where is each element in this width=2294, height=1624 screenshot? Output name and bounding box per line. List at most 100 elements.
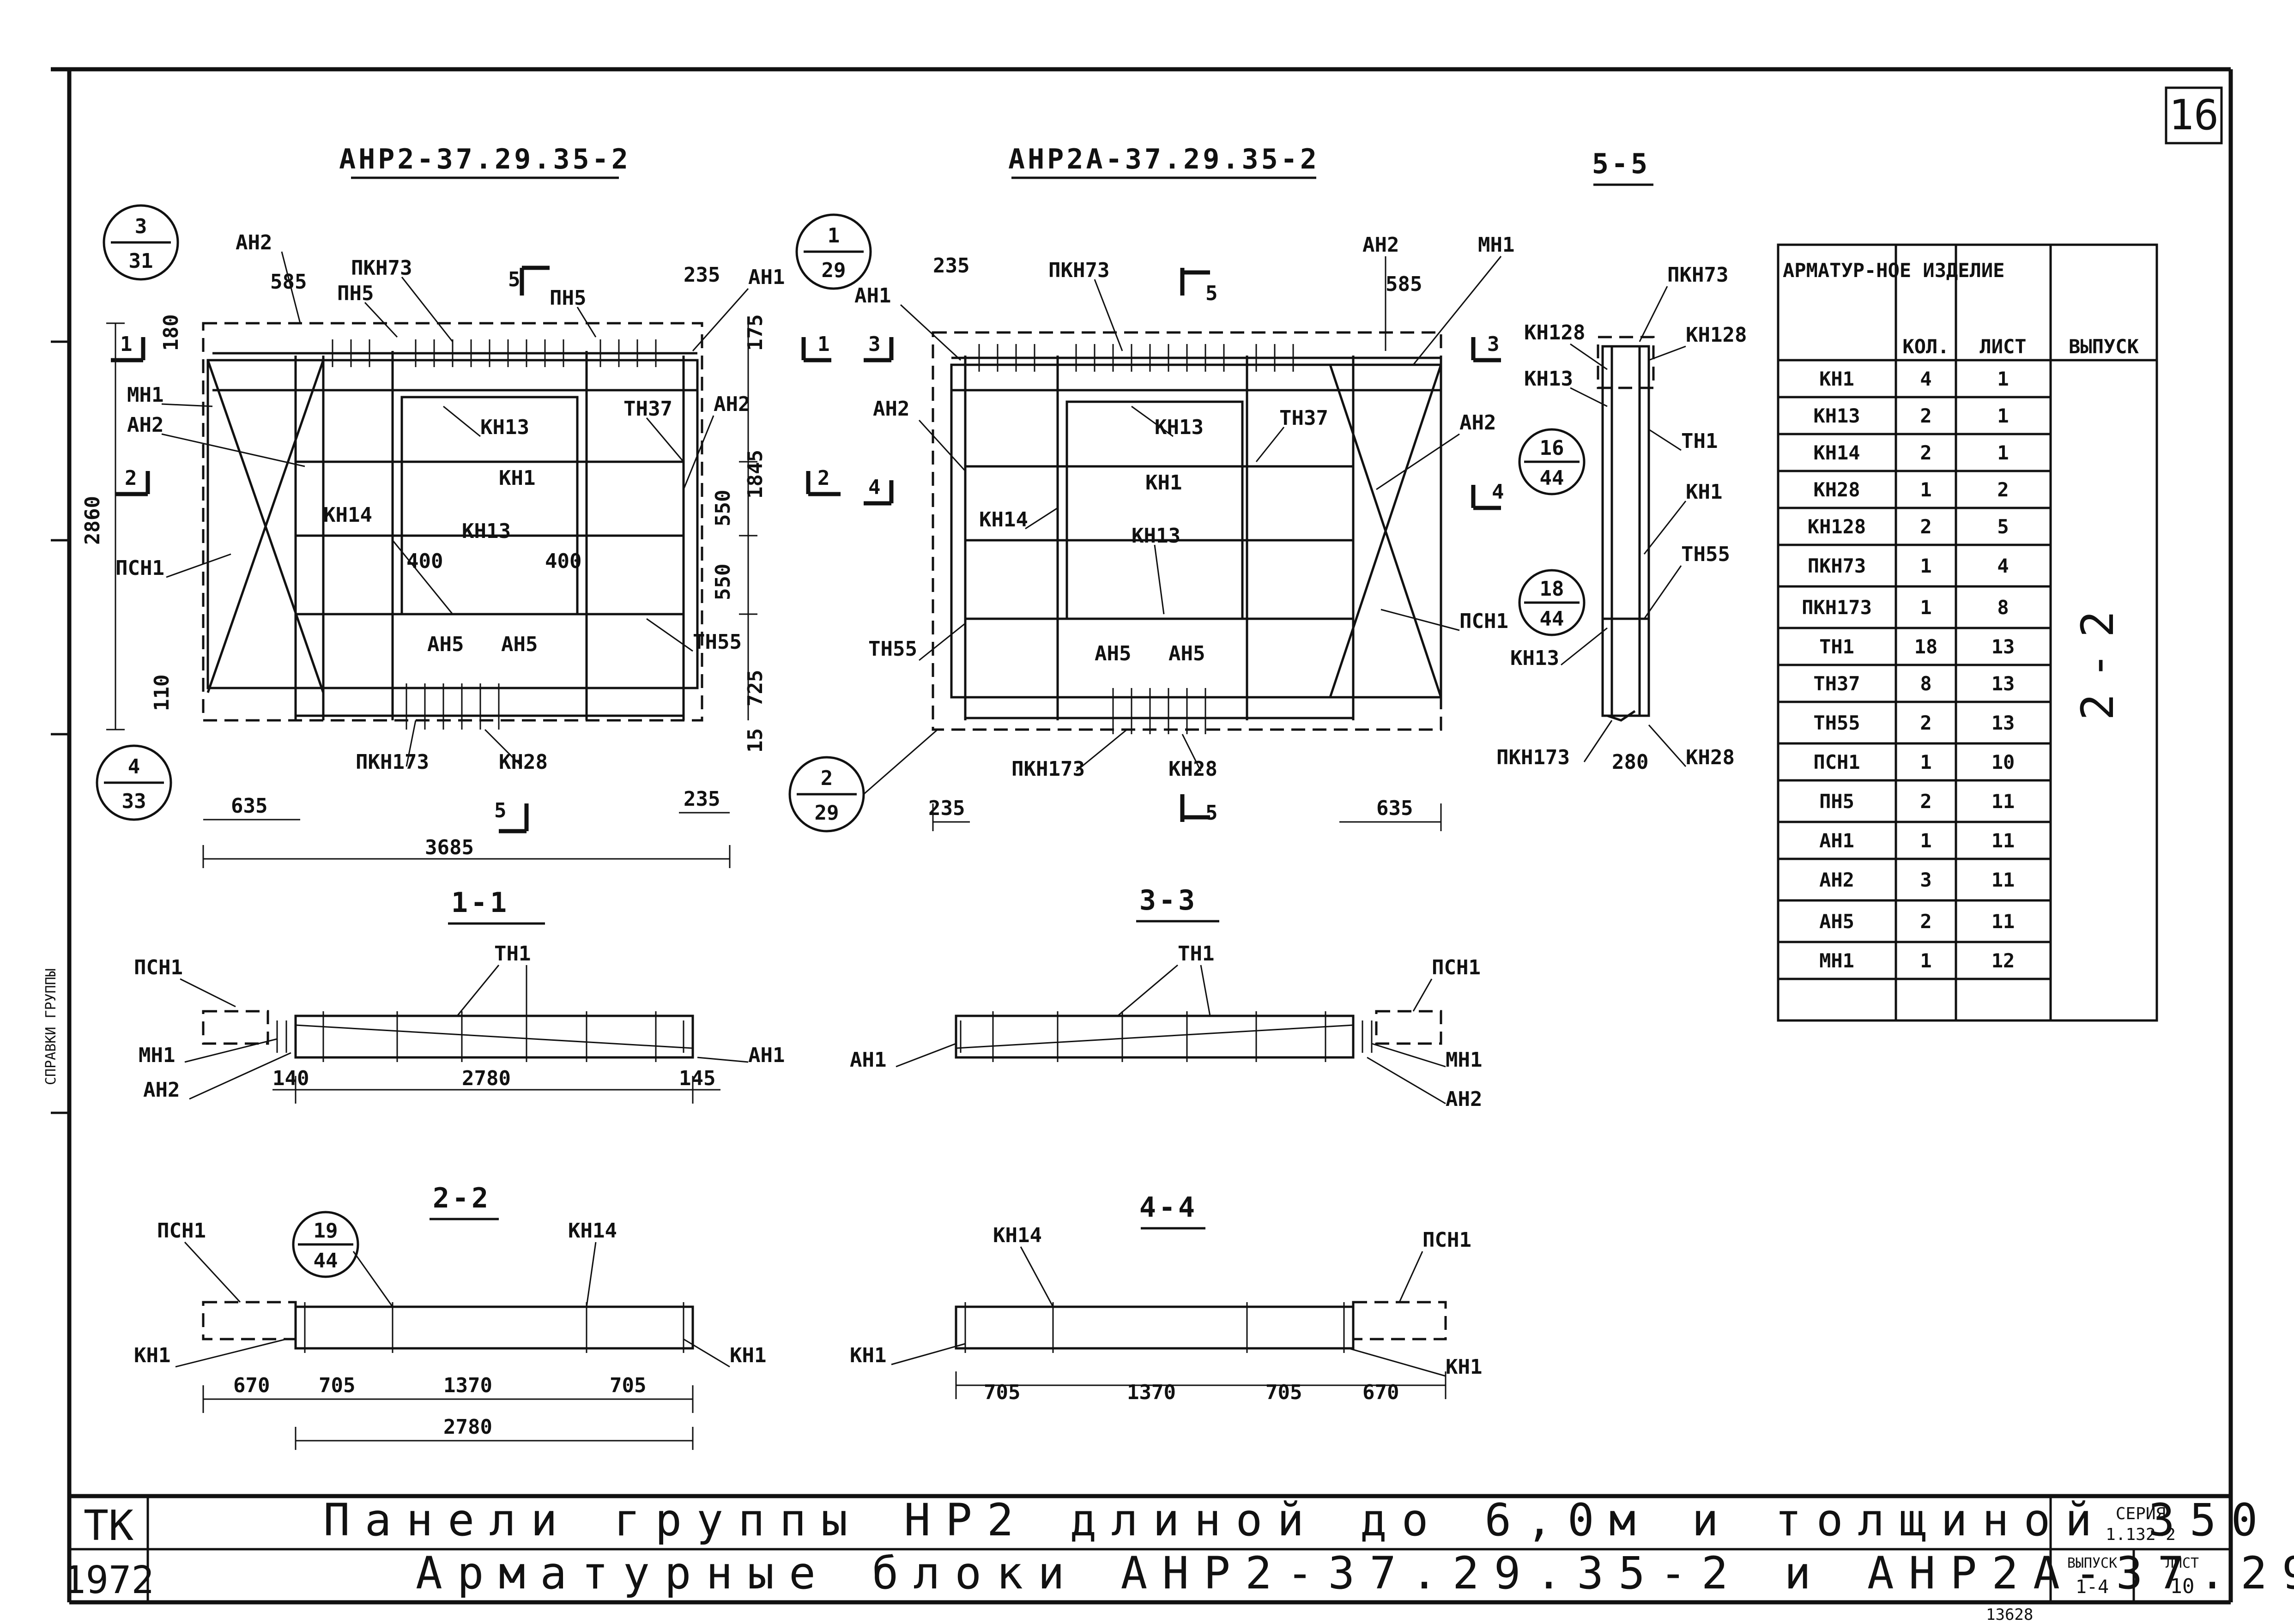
lbl-11-tn1: ТН1: [494, 942, 531, 966]
lbl-33-tn1: ТН1: [1178, 942, 1214, 966]
dim-l-235b: 235: [684, 787, 720, 811]
tb-vypusk-label: ВЫПУСК: [2067, 1555, 2117, 1571]
lbl-l-kn1: КН1: [499, 466, 535, 490]
lbl-55-kn128-b: КН128: [1686, 323, 1747, 347]
section-3-3: [955, 1010, 1442, 1062]
lbl-l-pkn73: ПКН73: [351, 256, 412, 280]
lbl-22-kn1b: КН1: [730, 1344, 766, 1367]
dim-44-670: 670: [1362, 1381, 1399, 1404]
lbl-m-kn28: КН28: [1168, 757, 1217, 781]
section-5-5: [1597, 336, 1655, 722]
lbl-22-kn14: КН14: [568, 1219, 617, 1243]
lbl-11-an1: АН1: [748, 1044, 785, 1067]
lbl-11-psn1: ПСН1: [134, 956, 183, 979]
sec-l-2b: 2: [817, 466, 830, 490]
dim-m-235: 235: [933, 254, 969, 278]
dim-m-585: 585: [1386, 272, 1422, 296]
callout-4-33-num: 4: [128, 755, 140, 779]
tb-year: 1972: [63, 1558, 154, 1602]
lbl-m-tn55: ТН55: [868, 637, 917, 661]
lbl-11-an2: АН2: [143, 1078, 180, 1102]
lbl-55-kn13-b: КН13: [1510, 646, 1559, 670]
lbl-l-pn5-b: ПН5: [550, 286, 586, 310]
spec-row-sheet: 2: [1997, 478, 2009, 501]
callout-18-44: [1518, 569, 1586, 636]
spec-row-qty: 1: [1920, 478, 1931, 501]
tb-line1: Панели группы НР2 длиной до 6,0м и толщи…: [323, 1494, 2294, 1546]
callout-3-31-den: 31: [129, 249, 153, 273]
spec-header-item: АРМАТУР-НОЕ ИЗДЕЛИЕ: [1783, 259, 2004, 282]
spec-row-sheet: 1: [1997, 441, 2009, 464]
lbl-44-kn1a: КН1: [850, 1344, 886, 1367]
lbl-33-an1: АН1: [850, 1048, 886, 1072]
lbl-m-an2-a: АН2: [873, 397, 909, 421]
spec-table-grid: [1777, 243, 2158, 1022]
lbl-m-an5-b: АН5: [1168, 642, 1205, 665]
dim-l-235: 235: [684, 263, 720, 287]
spec-row-sheet: 11: [1991, 910, 2015, 933]
spec-row-item: ТН55: [1813, 712, 1860, 734]
lbl-m-kn14: КН14: [979, 508, 1028, 531]
tb-line2: Арматурные блоки АНР2-37.29.35-2 и АНР2А…: [416, 1547, 2294, 1599]
callout-16-44-num: 16: [1540, 436, 1564, 460]
title-block-grid: [69, 1494, 2231, 1602]
sec-l-1b: 1: [817, 332, 830, 356]
spec-row-item: КН14: [1813, 441, 1860, 464]
dim-44-705a: 705: [984, 1381, 1020, 1404]
dim-55-280: 280: [1612, 750, 1648, 774]
spec-header-vypusk: ВЫПУСК: [2069, 335, 2139, 358]
lbl-m-an2-top: АН2: [1362, 233, 1399, 257]
callout-2-29-num: 2: [821, 767, 833, 790]
spec-row-sheet: 8: [1997, 596, 2009, 619]
spec-row-qty: 1: [1920, 751, 1931, 773]
lbl-55-tn55: ТН55: [1681, 543, 1730, 566]
spec-row-sheet: 12: [1991, 949, 2015, 972]
lbl-m-kn13-a: КН13: [1155, 416, 1204, 439]
dim-11-140: 140: [272, 1067, 309, 1090]
lbl-55-kn1: КН1: [1686, 480, 1722, 504]
lbl-l-pkn173: ПКН173: [356, 750, 429, 774]
lbl-44-kn14: КН14: [993, 1224, 1042, 1247]
spec-row-item: КН1: [1819, 368, 1854, 390]
lbl-l-an2-b: АН2: [714, 392, 750, 416]
callout-2-29-den: 29: [815, 801, 839, 825]
lbl-m-tn37: ТН37: [1279, 406, 1328, 430]
title-anr2a: АНР2А-37.29.35-2: [1008, 143, 1320, 175]
spec-row-item: ПСН1: [1813, 751, 1860, 773]
spec-row-item: КН28: [1813, 478, 1860, 501]
spec-row-qty: 2: [1920, 404, 1931, 427]
lbl-55-kn128-a: КН128: [1524, 321, 1585, 344]
spec-row-item: КН13: [1813, 404, 1860, 427]
spec-row-sheet: 13: [1991, 712, 2015, 734]
panel-anr2a: [932, 331, 1442, 734]
lbl-11-mn1: МН1: [139, 1044, 175, 1067]
sec-m-4b: 4: [1492, 480, 1504, 504]
spec-row-item: АН1: [1819, 829, 1854, 852]
sheet-number: 16: [2169, 91, 2219, 139]
spec-row-sheet: 11: [1991, 790, 2015, 813]
dim-22-705b: 705: [610, 1374, 646, 1397]
lbl-l-kn14: КН14: [323, 503, 372, 527]
sec-m-3: 3: [868, 332, 881, 356]
spec-row-item: ПН5: [1819, 790, 1854, 813]
sec-m-3b: 3: [1487, 332, 1500, 356]
spec-row-qty: 4: [1920, 368, 1931, 390]
section-4-4: [955, 1301, 1447, 1353]
lbl-55-kn13-a: КН13: [1524, 367, 1573, 391]
sec-m-5b: 5: [1205, 801, 1218, 825]
title-2-2: 2-2: [433, 1182, 491, 1214]
spec-row-sheet: 11: [1991, 829, 2015, 852]
sheet-frame: [51, 67, 2233, 1605]
lbl-m-pkn73: ПКН73: [1048, 259, 1109, 282]
dim-l-180: 180: [159, 314, 183, 351]
lbl-l-tn55: ТН55: [693, 630, 742, 654]
spec-row-qty: 1: [1920, 555, 1931, 577]
lbl-l-mn1: МН1: [127, 383, 163, 407]
spec-row-qty: 18: [1914, 635, 1938, 658]
callout-1-29-den: 29: [822, 259, 846, 282]
margin-note: СПРАВКИ ГРУППЫ: [43, 968, 59, 1085]
tb-seria-label: СЕРИЯ: [2116, 1504, 2166, 1523]
dim-m-235b: 235: [928, 797, 965, 820]
dim-l-175: 175: [744, 314, 767, 351]
